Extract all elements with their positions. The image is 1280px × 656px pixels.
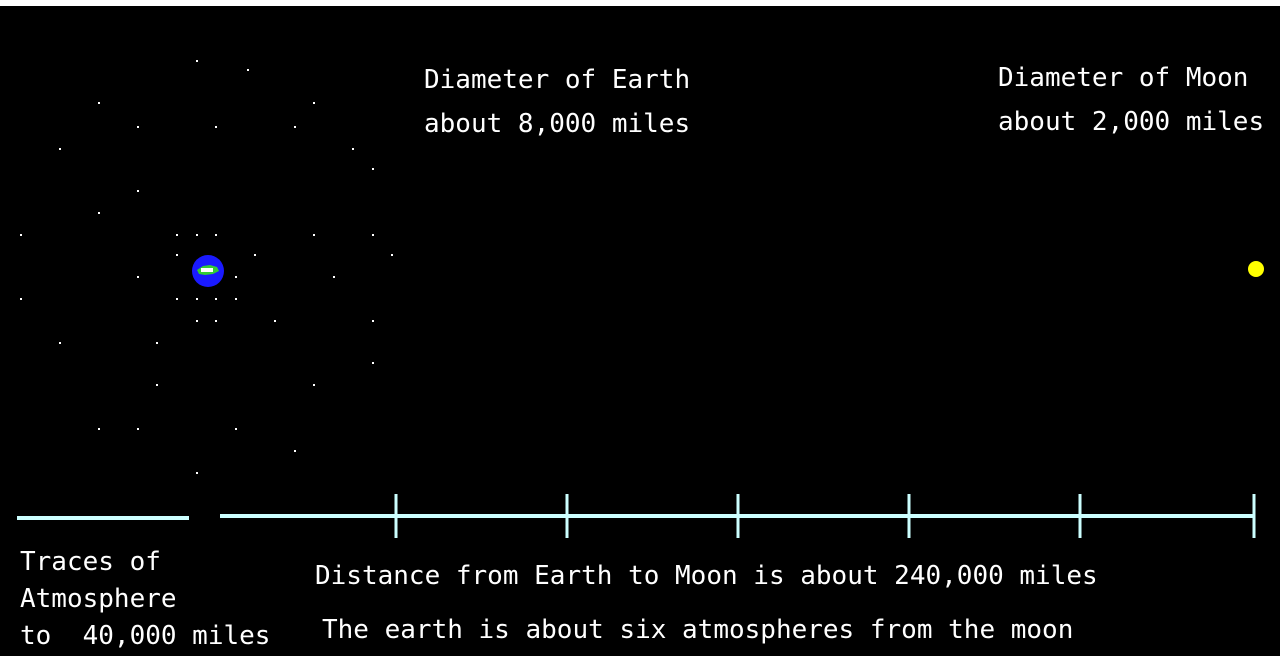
distance-scale-bar [220, 494, 1256, 538]
star-icon [294, 450, 296, 452]
moon-diameter-label: Diameter of Moon about 2,000 miles [998, 56, 1264, 144]
star-icon [196, 298, 198, 300]
star-icon [333, 276, 335, 278]
star-icon [215, 298, 217, 300]
atmosphere-label-line2: Atmosphere [20, 584, 177, 614]
star-icon [137, 126, 139, 128]
star-icon [215, 126, 217, 128]
star-icon [313, 384, 315, 386]
star-icon [98, 212, 100, 214]
star-icon [176, 254, 178, 256]
star-icon [196, 320, 198, 322]
star-icon [196, 60, 198, 62]
star-icon [137, 190, 139, 192]
star-icon [156, 384, 158, 386]
moon-diameter-title: Diameter of Moon [998, 63, 1249, 93]
star-icon [20, 234, 22, 236]
moon-icon [1248, 261, 1264, 277]
star-icon [372, 234, 374, 236]
atmosphere-label-line1: Traces of [20, 547, 161, 577]
star-icon [352, 148, 354, 150]
star-icon [215, 320, 217, 322]
star-icon [313, 102, 315, 104]
earth-icon [192, 255, 224, 287]
star-field [20, 60, 393, 474]
star-icon [235, 428, 237, 430]
star-icon [59, 148, 61, 150]
star-icon [98, 102, 100, 104]
atmospheres-caption: The earth is about six atmospheres from … [322, 615, 1074, 645]
earth-diameter-title: Diameter of Earth [424, 65, 691, 95]
star-icon [294, 126, 296, 128]
star-icon [137, 428, 139, 430]
star-icon [59, 342, 61, 344]
star-icon [156, 342, 158, 344]
star-icon [196, 472, 198, 474]
star-icon [391, 254, 393, 256]
star-icon [196, 234, 198, 236]
star-icon [274, 320, 276, 322]
star-icon [20, 298, 22, 300]
atmosphere-label-line3: to 40,000 miles [20, 621, 271, 651]
earth-diameter-label: Diameter of Earth about 8,000 miles [424, 58, 690, 146]
star-icon [98, 428, 100, 430]
distance-caption: Distance from Earth to Moon is about 240… [315, 561, 1098, 591]
star-icon [313, 234, 315, 236]
star-icon [247, 69, 249, 71]
star-icon [176, 298, 178, 300]
star-icon [372, 362, 374, 364]
star-icon [254, 254, 256, 256]
moon-diameter-value: about 2,000 miles [998, 107, 1265, 137]
star-icon [137, 276, 139, 278]
star-icon [235, 298, 237, 300]
star-icon [372, 168, 374, 170]
earth-diameter-value: about 8,000 miles [424, 109, 691, 139]
star-icon [372, 320, 374, 322]
star-icon [176, 234, 178, 236]
star-icon [235, 276, 237, 278]
star-icon [215, 234, 217, 236]
atmosphere-label: Traces of Atmosphere to 40,000 miles [20, 544, 270, 655]
